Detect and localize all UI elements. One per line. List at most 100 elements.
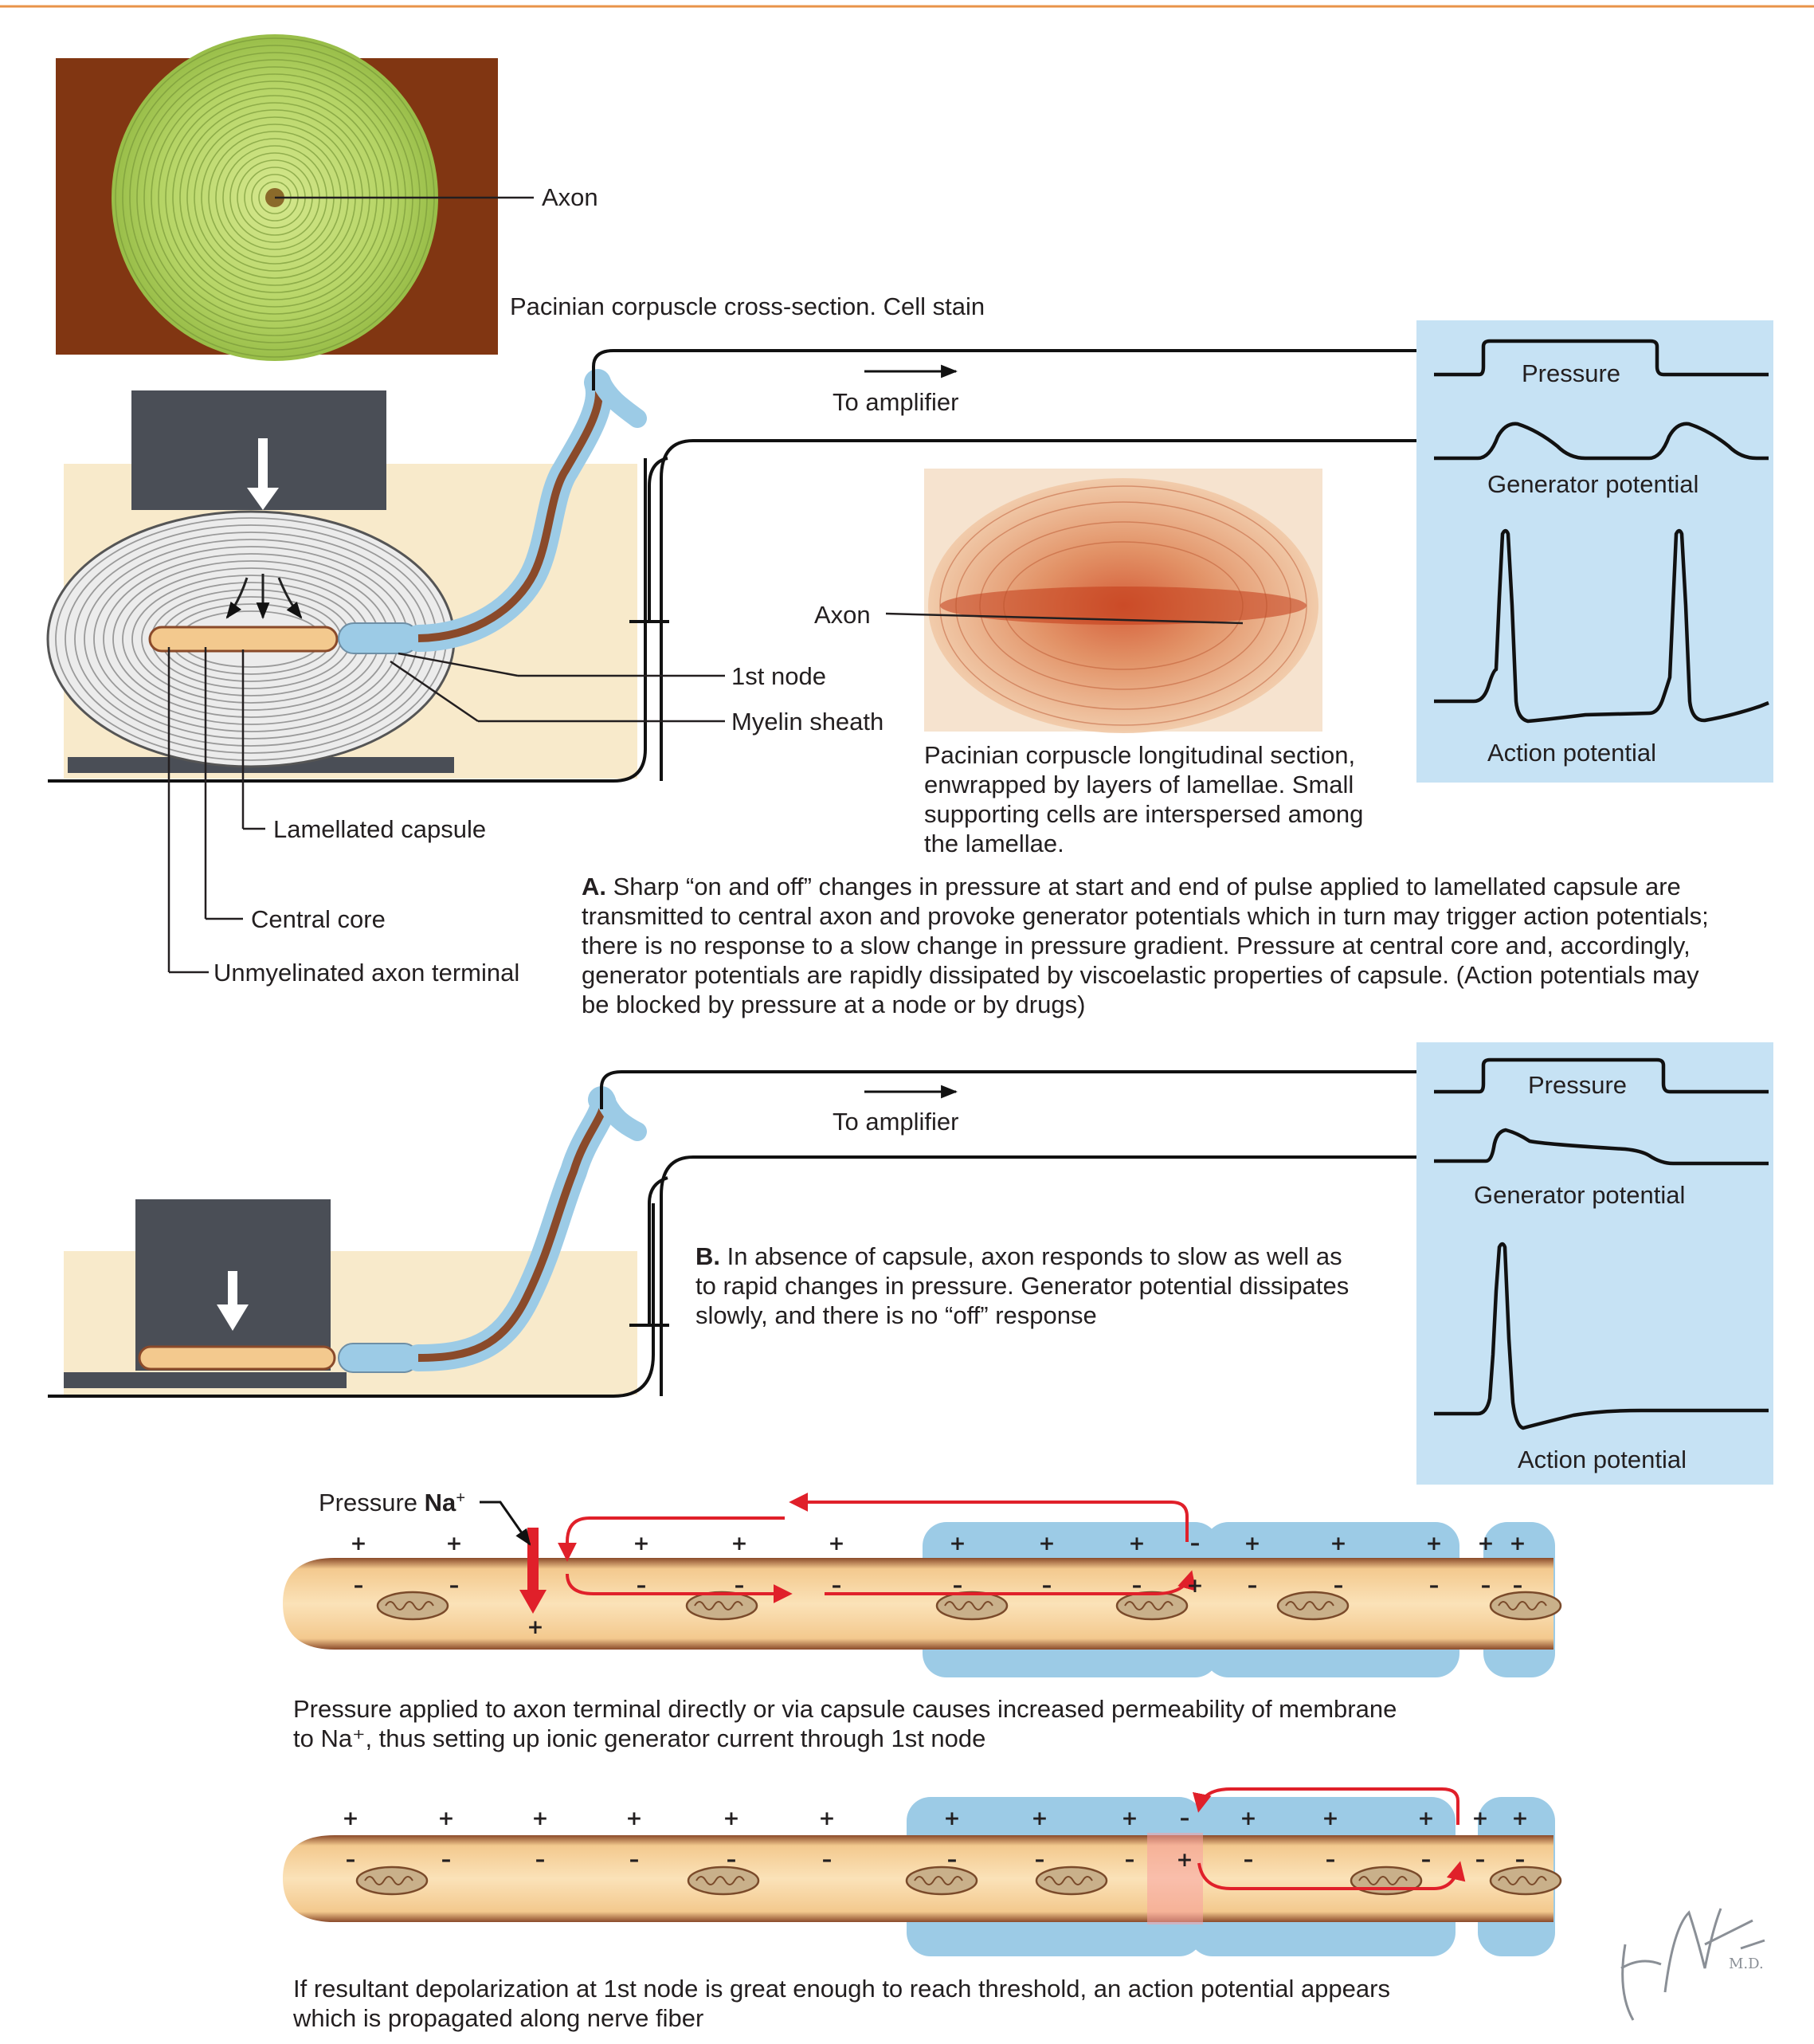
- panel-b-pressure-label: Pressure: [1528, 1071, 1627, 1099]
- panel-a-pressure-label: Pressure: [1522, 359, 1620, 387]
- mitochondrion: [376, 1591, 449, 1621]
- fiber-2-caption: If resultant depolarization at 1st node …: [292, 1975, 1397, 2032]
- charge-plus: +: [1418, 1807, 1435, 1830]
- charge-minus: –: [1180, 1807, 1190, 1830]
- charge-plus: +: [1039, 1532, 1056, 1555]
- panel-a-leaders: [167, 647, 725, 974]
- first-node-label: 1st node: [731, 662, 826, 690]
- mitochondrion: [1489, 1591, 1562, 1621]
- panel-a-wire-bottom: [660, 439, 1416, 781]
- mitochondrion: [1035, 1865, 1108, 1896]
- mitochondrion: [905, 1865, 978, 1896]
- charge-plus: +: [527, 1615, 544, 1638]
- charge-minus: –: [947, 1848, 958, 1871]
- charge-minus: –: [441, 1848, 452, 1871]
- panel-a-caption: A. Sharp “on and off” changes in pressur…: [582, 873, 1715, 1018]
- myelin-sheath-label: Myelin sheath: [731, 708, 883, 736]
- netter-signature: M.D.: [1620, 1908, 1765, 2021]
- mitochondrion: [1489, 1865, 1562, 1896]
- charge-minus: –: [346, 1848, 356, 1871]
- charge-plus: +: [1122, 1807, 1138, 1830]
- fiber-1-pressure-label: Pressure Na+: [319, 1489, 465, 1516]
- panel-a-corpuscle: [46, 369, 647, 783]
- longitudinal-caption: Pacinian corpuscle longitudinal section,…: [924, 741, 1370, 857]
- charge-plus: +: [532, 1807, 549, 1830]
- panel-a-action-label: Action potential: [1487, 739, 1656, 767]
- lamellated-capsule-label: Lamellated capsule: [273, 815, 486, 843]
- charge-plus: +: [1244, 1532, 1261, 1555]
- long-axon-leader: [885, 612, 1244, 625]
- charge-plus: +: [829, 1532, 845, 1555]
- charge-plus: +: [343, 1807, 359, 1830]
- mitochondrion: [687, 1865, 760, 1896]
- charge-minus: –: [1475, 1848, 1486, 1871]
- mitochondrion: [935, 1591, 1009, 1621]
- charge-plus: +: [1187, 1574, 1204, 1597]
- charge-minus: –: [449, 1574, 460, 1597]
- charge-minus: –: [1481, 1574, 1491, 1597]
- charge-plus: +: [446, 1532, 463, 1555]
- panel-a-electrode: [648, 457, 668, 622]
- charge-minus: –: [535, 1848, 546, 1871]
- charge-minus: –: [832, 1574, 842, 1597]
- fiber-1-pressure-leader: [480, 1501, 531, 1546]
- charge-plus: +: [950, 1532, 966, 1555]
- mitochondrion: [1115, 1591, 1189, 1621]
- charge-minus: –: [1326, 1848, 1336, 1871]
- fiber-1: [283, 1493, 1562, 1677]
- charge-minus: –: [1125, 1848, 1135, 1871]
- charge-plus: +: [1330, 1532, 1347, 1555]
- cross-section-caption: Pacinian corpuscle cross-section. Cell s…: [510, 292, 985, 320]
- charge-minus: –: [1042, 1574, 1052, 1597]
- charge-minus: –: [1515, 1848, 1526, 1871]
- cross-section-micrograph: [56, 34, 498, 361]
- charge-plus: +: [438, 1807, 455, 1830]
- mitochondrion: [1276, 1591, 1350, 1621]
- charge-plus: +: [626, 1807, 643, 1830]
- charge-minus: –: [1334, 1574, 1344, 1597]
- panel-b-to-amplifier: To amplifier: [833, 1108, 959, 1136]
- charge-plus: +: [944, 1807, 961, 1830]
- panel-b-generator-label: Generator potential: [1474, 1181, 1685, 1209]
- charge-minus: –: [1132, 1574, 1142, 1597]
- charge-minus: –: [1035, 1848, 1045, 1871]
- panel-a-wire-top: [592, 349, 1416, 390]
- charge-plus: +: [1426, 1532, 1443, 1555]
- panel-b-caption: B. In absence of capsule, axon responds …: [695, 1242, 1356, 1329]
- charge-plus: +: [819, 1807, 836, 1830]
- charge-minus: –: [1244, 1848, 1254, 1871]
- long-axon-label: Axon: [814, 601, 871, 629]
- svg-text:M.D.: M.D.: [1729, 1956, 1764, 1972]
- fiber-2: [283, 1787, 1562, 1956]
- charge-plus: +: [1322, 1807, 1339, 1830]
- panel-a-trace-panel: [1416, 320, 1773, 783]
- charge-plus: +: [633, 1532, 650, 1555]
- charge-minus: –: [822, 1848, 833, 1871]
- charge-plus: +: [1472, 1807, 1489, 1830]
- charge-minus: –: [735, 1574, 745, 1597]
- panel-b-trace-panel: [1416, 1042, 1773, 1485]
- charge-minus: –: [727, 1848, 737, 1871]
- charge-plus: +: [723, 1807, 740, 1830]
- charge-minus: –: [1421, 1848, 1432, 1871]
- charge-plus: +: [1510, 1532, 1526, 1555]
- panel-b-wire-bottom: [660, 1155, 1416, 1396]
- charge-minus: –: [629, 1848, 640, 1871]
- mitochondrion: [685, 1591, 758, 1621]
- central-core-label: Central core: [251, 905, 386, 933]
- charge-minus: –: [354, 1574, 364, 1597]
- charge-minus: –: [1429, 1574, 1440, 1597]
- unmyelinated-terminal-label: Unmyelinated axon terminal: [214, 959, 519, 987]
- mitochondrion: [355, 1865, 429, 1896]
- fiber-1-caption: Pressure applied to axon terminal direct…: [293, 1695, 1404, 1752]
- charge-plus: +: [351, 1532, 367, 1555]
- charge-minus: –: [953, 1574, 963, 1597]
- charge-minus: –: [1513, 1574, 1523, 1597]
- panel-b-axon-setup: [48, 1086, 655, 1398]
- charge-minus: –: [1248, 1574, 1258, 1597]
- panel-b-wire-top: [600, 1070, 1416, 1109]
- panel-b-action-label: Action potential: [1518, 1446, 1687, 1473]
- charge-minus: –: [637, 1574, 647, 1597]
- charge-plus: +: [1032, 1807, 1048, 1830]
